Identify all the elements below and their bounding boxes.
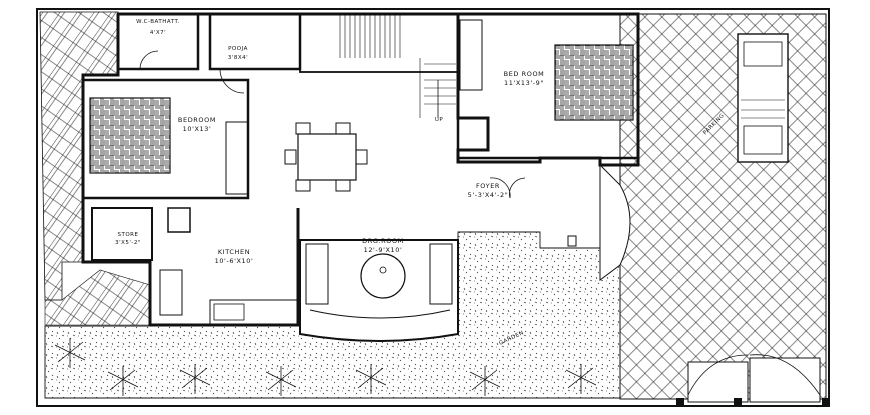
stove-icon [213, 303, 245, 321]
staircase [299, 13, 459, 73]
right-bed [554, 44, 634, 121]
entrance-step [599, 163, 631, 281]
gate-left [687, 361, 749, 403]
drawing-room-walls [299, 239, 459, 342]
sink [159, 269, 183, 316]
right-bedroom-name: BED ROOM [504, 70, 545, 78]
round-table [360, 253, 406, 299]
foyer-size: 5'-3'X4'-2" [468, 191, 509, 199]
left-bedroom-name: BEDROOM [178, 116, 216, 124]
store-walls [91, 207, 153, 261]
store-size: 3'X5'-2" [115, 240, 141, 246]
outer-wall-top [118, 12, 640, 167]
wc-bath-name: W.C-BATHATT. [136, 19, 180, 25]
kitchen-name: KITCHEN [218, 248, 250, 256]
gate-right [749, 357, 821, 403]
drawing-room-name: DRG.ROOM [362, 237, 404, 245]
stair-up-label: UP [435, 117, 444, 123]
pooja-size: 3'8X4' [228, 55, 248, 61]
wc-bath-walls [116, 12, 200, 71]
site-boundary [36, 8, 830, 407]
dining-chairs [284, 122, 368, 192]
right-bedroom-walls [456, 12, 640, 160]
right-bedroom-size: 11'X13'-9" [504, 79, 544, 87]
kitchen-size: 10'-6'X10' [215, 257, 254, 265]
foyer-name: FOYER [476, 182, 500, 190]
dining-table [297, 133, 357, 181]
sofa-right [429, 243, 453, 305]
left-bed [89, 97, 171, 174]
store-name: STORE [118, 232, 139, 238]
parking-area [619, 13, 827, 400]
left-bedroom-size: 10'X13' [183, 125, 212, 133]
outer-wall-left [81, 14, 300, 327]
right-wardrobe [459, 19, 483, 91]
left-wardrobe [225, 121, 249, 195]
wc-bath-size: 4'X7' [150, 30, 166, 36]
pooja-walls [208, 12, 302, 71]
pooja-name: POOJA [228, 46, 248, 52]
sofa-left [305, 243, 329, 305]
drawing-room-size: 12'-9'X10' [364, 246, 403, 254]
car-icon [737, 33, 789, 163]
shrubs [54, 338, 597, 396]
